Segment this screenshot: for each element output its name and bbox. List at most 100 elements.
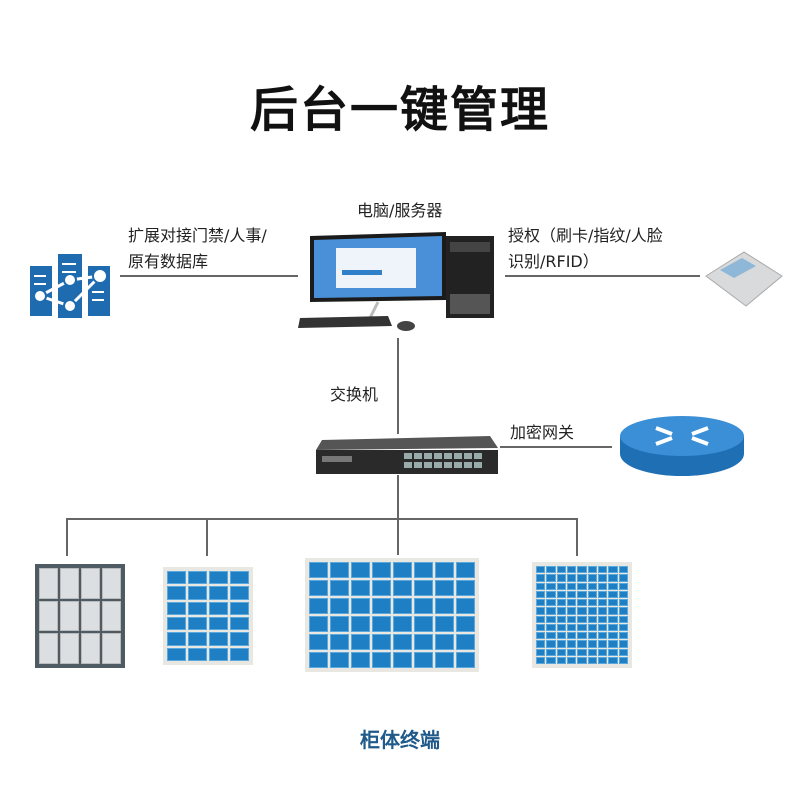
locker-door [188,616,207,631]
locker-door [546,607,556,615]
locker-door [393,562,412,578]
locker-door [566,566,577,574]
connector-switch-down [397,475,399,555]
locker-door [39,600,58,632]
locker-door [556,640,566,648]
locker-door [351,616,370,632]
locker-door [546,656,556,664]
locker-door [414,598,433,614]
locker-door [536,599,546,607]
locker-door [608,607,618,615]
network-switch-image [316,436,498,474]
locker-door [188,586,207,600]
locker-door [414,580,433,596]
locker-door [556,623,566,631]
card-reader-image [705,251,783,307]
locker-door [536,574,546,582]
locker-door [309,580,328,596]
locker-door [597,590,608,598]
locker-door [577,607,587,615]
locker-door [309,616,328,632]
locker-door [556,566,566,574]
locker-door [618,640,628,648]
database-servers-icon [30,254,110,318]
locker-door [608,632,618,640]
locker-door [587,566,597,574]
locker-door [587,640,597,648]
locker-door [209,586,228,600]
locker-door [577,590,587,598]
locker-door [393,634,412,650]
locker-door [546,632,556,640]
locker-door [309,562,328,578]
locker-door [577,566,587,574]
locker-door [577,623,587,631]
locker-door [536,623,546,631]
left-label-line1: 扩展对接门禁/人事/ [128,226,267,245]
locker-door [167,571,186,585]
locker-door [351,634,370,650]
connector-drop-4 [576,518,578,556]
locker-door [587,648,597,656]
gateway-label: 加密网关 [510,423,575,442]
locker-door [393,652,412,668]
locker-door [618,623,628,631]
locker-door [167,632,186,646]
locker-door [566,648,577,656]
locker-door [209,616,228,631]
locker-door [546,574,556,582]
connector-drop-2 [206,518,208,556]
locker-door [414,562,433,578]
locker-door [393,580,412,596]
locker-door [39,568,58,599]
locker-door [618,656,628,664]
locker-door [577,632,587,640]
locker-door [60,600,79,632]
locker-door [587,615,597,623]
locker-door [608,623,618,631]
locker-door [587,599,597,607]
locker-door [546,615,556,623]
locker-door [546,590,556,598]
locker-door [536,566,546,574]
locker-door [414,634,433,650]
locker-door [556,582,566,590]
locker-door [330,562,349,578]
locker-door [566,574,577,582]
locker-door [435,616,454,632]
locker-door [188,647,207,661]
locker-door [566,582,577,590]
terminal-label: 柜体终端 [360,728,440,752]
locker-door [608,574,618,582]
locker-door [372,598,391,614]
left-label-line2: 原有数据库 [128,252,209,271]
locker-door [577,656,587,664]
locker-door [608,648,618,656]
locker-door [577,648,587,656]
locker-door [566,607,577,615]
locker-door [556,615,566,623]
locker-door [330,598,349,614]
locker-door [435,652,454,668]
locker-door [546,599,556,607]
locker-door [414,652,433,668]
locker-door [546,566,556,574]
locker-door [608,566,618,574]
locker-door [230,601,249,615]
locker-door [351,598,370,614]
locker-door [597,582,608,590]
locker-door [566,640,577,648]
locker-door [546,623,556,631]
locker-door [230,632,249,646]
locker-door [587,582,597,590]
locker-door [81,600,100,632]
locker-door [597,648,608,656]
locker-door [536,607,546,615]
connector-left [120,275,298,277]
locker-door [618,615,628,623]
locker-door [81,633,100,664]
locker-door [587,574,597,582]
locker-door [102,633,121,664]
locker-door [618,607,628,615]
